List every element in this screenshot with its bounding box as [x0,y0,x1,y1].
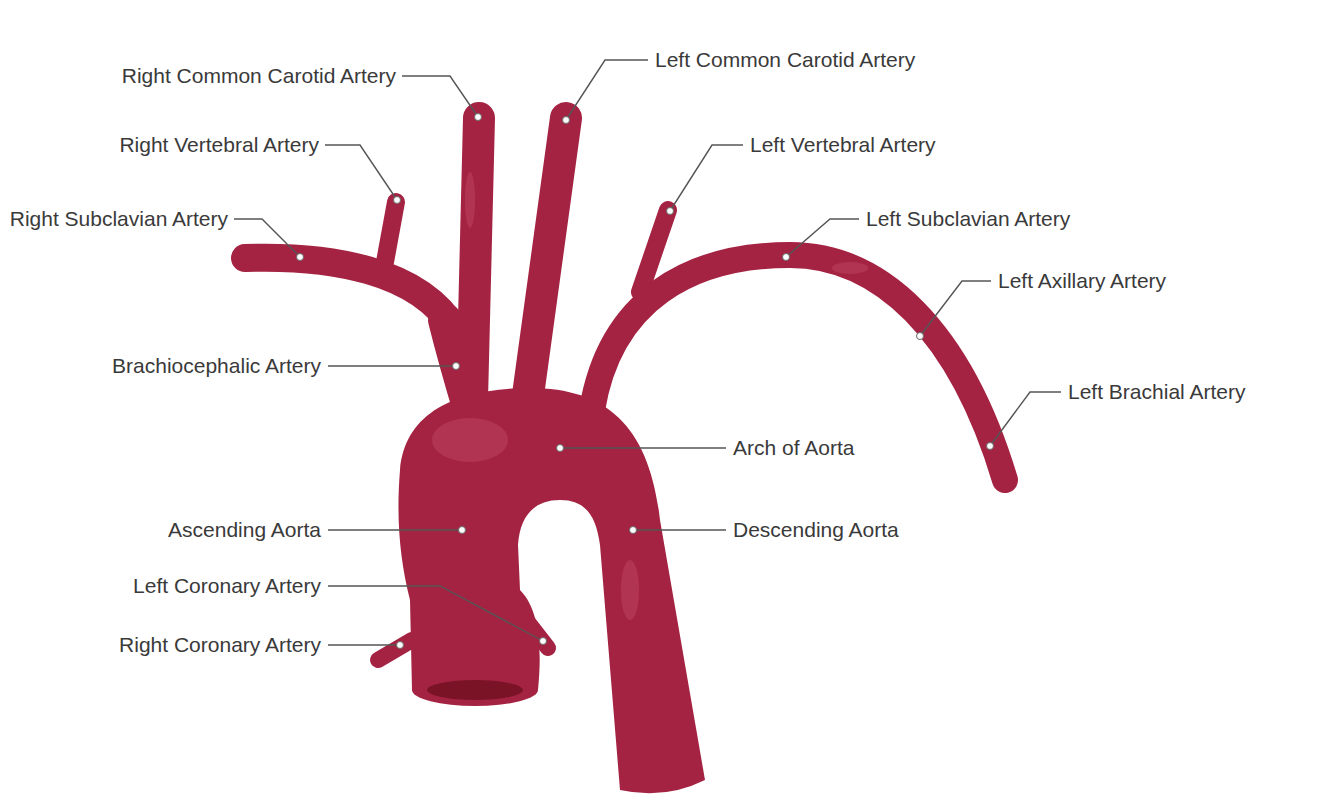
left-subclavian-vessel [592,255,1005,480]
vessel-label: Left Subclavian Artery [866,206,1070,232]
right-coronary-vessel [378,640,412,660]
aortic-root-ring [412,674,538,706]
leader-line [325,145,397,200]
highlight [832,262,868,274]
leader-line [786,219,859,257]
branch-vessels [245,118,1005,660]
left-carotid-vessel [528,118,566,395]
vessel-label: Left Coronary Artery [133,573,321,599]
vessel-highlights [432,172,868,620]
vessel-label: Left Vertebral Artery [750,132,936,158]
aortic-root-opening [427,680,523,700]
leader-line [328,529,462,530]
leader-dot [297,254,304,261]
leader-dot [783,254,790,261]
leader-dot [557,445,564,452]
leader-line [234,219,300,257]
leader-dot [459,527,466,534]
leader-line [328,586,543,641]
leader-dot [667,208,674,215]
vessel-label: Brachiocephalic Artery [112,353,321,379]
leader-line [328,644,400,645]
leader-line [402,76,478,117]
right-carotid-vessel [472,118,479,400]
leader-dot [630,527,637,534]
leader-line [566,60,648,120]
vessel-label: Left Brachial Artery [1068,379,1245,405]
vessel-label: Descending Aorta [733,517,899,543]
vessel-label: Right Subclavian Artery [10,206,228,232]
vessel-label: Left Axillary Artery [998,268,1166,294]
leader-line [990,392,1061,446]
vessel-label: Right Coronary Artery [119,632,321,658]
leader-dot [397,642,404,649]
leader-line [920,281,991,336]
leader-dot [475,114,482,121]
right-vertebral-vessel [385,202,396,262]
highlight [465,172,475,228]
leader-dot [540,638,547,645]
leader-dot [563,117,570,124]
vessel-label: Right Common Carotid Artery [122,63,396,89]
vessel-label: Ascending Aorta [168,517,321,543]
aorta-body [398,388,705,793]
leader-line [633,529,726,530]
leader-line [670,145,743,211]
leader-dots [297,114,994,649]
leader-dot [917,333,924,340]
leader-line [560,447,726,448]
vessel-label: Arch of Aorta [733,435,854,461]
leader-dot [453,363,460,370]
vessel-label: Right Vertebral Artery [119,132,319,158]
right-subclavian-vessel [245,258,455,330]
highlight [621,560,639,620]
leader-dot [394,197,401,204]
vessel-label: Left Common Carotid Artery [655,47,915,73]
leader-line [328,365,456,366]
highlight [432,418,508,462]
leader-lines [234,60,1061,645]
leader-dot [987,443,994,450]
